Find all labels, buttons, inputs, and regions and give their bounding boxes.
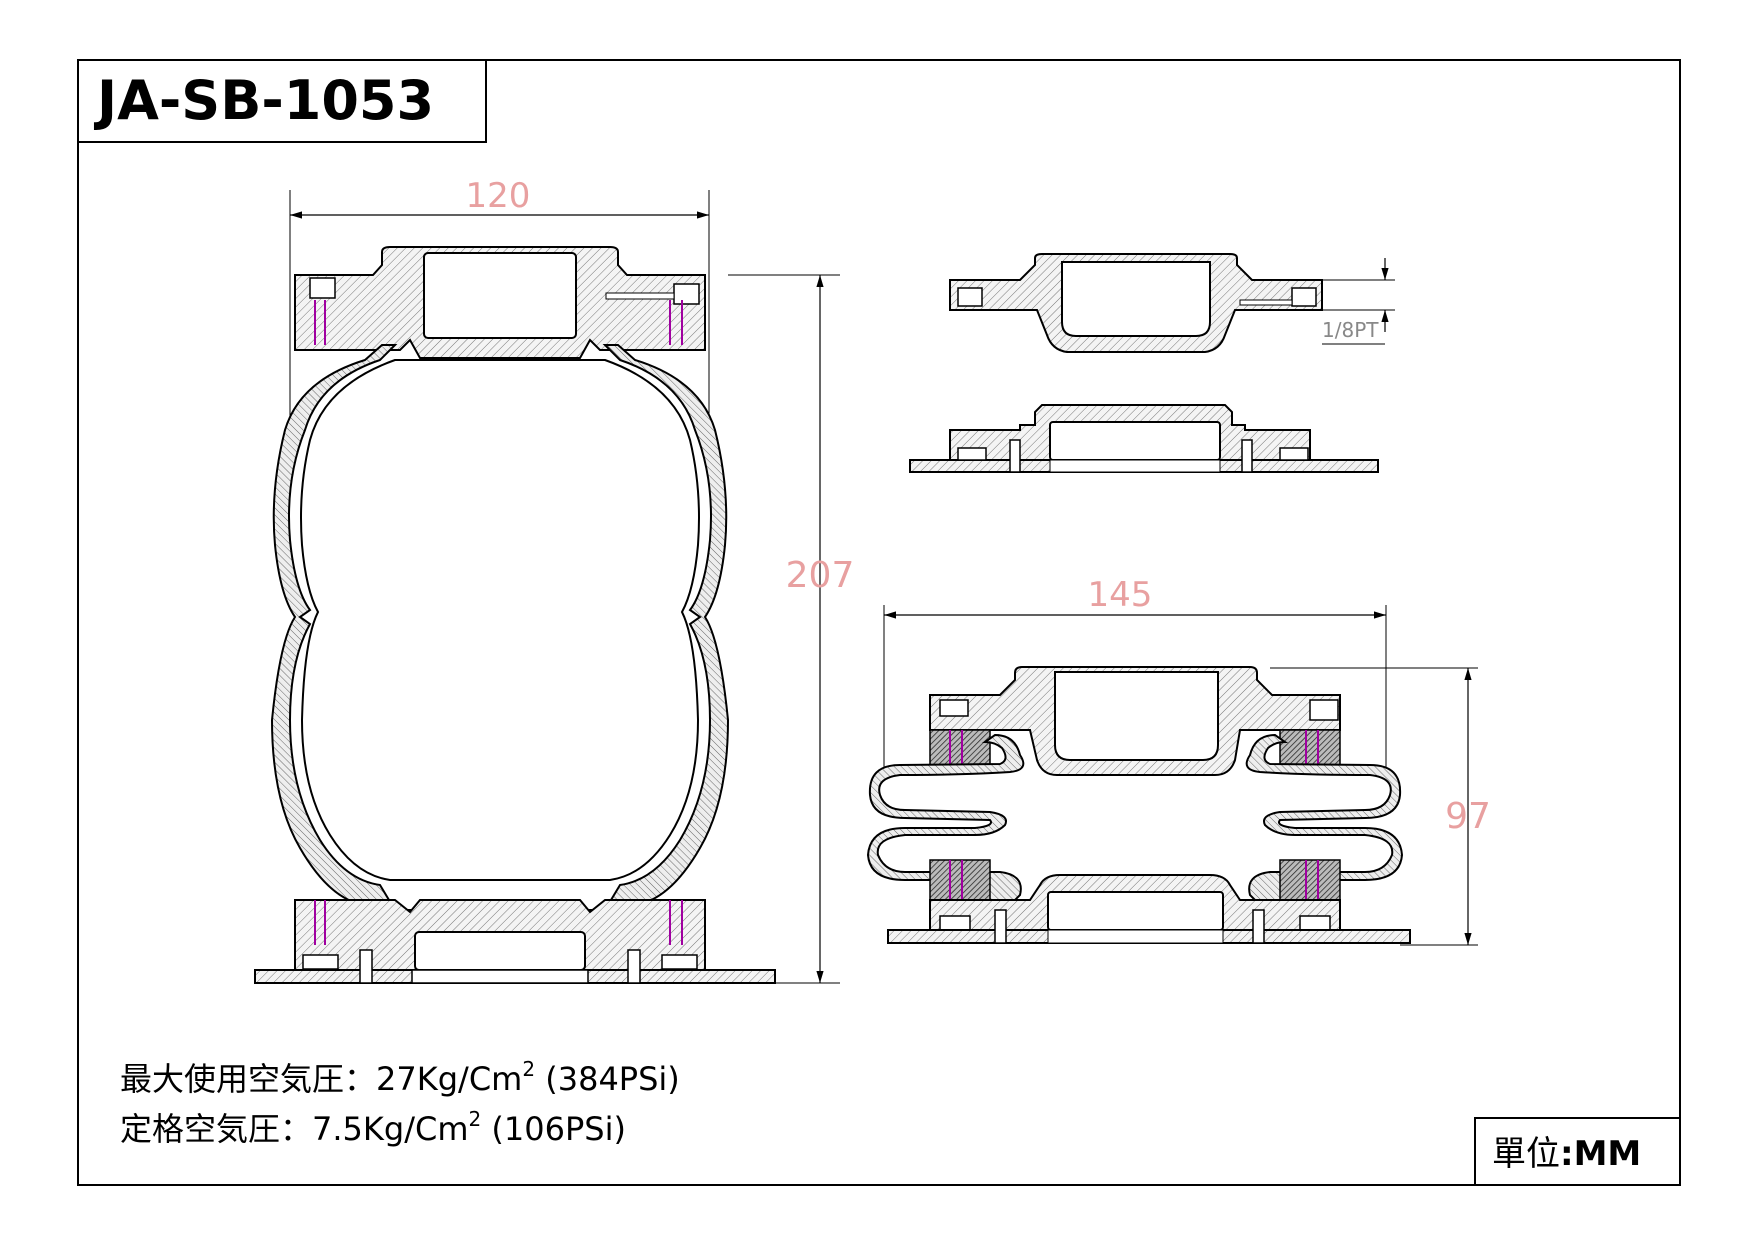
unit-value: :MM xyxy=(1560,1134,1641,1174)
left-extended-view: 120 207 xyxy=(254,176,855,984)
unit-box xyxy=(1474,1117,1681,1186)
port-label: 1/8PT xyxy=(1322,318,1379,342)
spec-rated-sup: 2 xyxy=(469,1107,482,1131)
bottom-cap-detail-view xyxy=(909,404,1379,473)
right-compressed-view: 145 97 xyxy=(866,575,1491,946)
dim-width-left: 120 xyxy=(466,176,531,216)
outer-frame xyxy=(77,59,1681,1186)
title-box xyxy=(77,59,487,143)
spec-rated-value: 7.5Kg/Cm xyxy=(312,1110,468,1148)
spec-line-rated-pressure: 定格空気圧：7.5Kg/Cm2 (106PSi) xyxy=(120,1107,626,1148)
spec-line-max-pressure: 最大使用空気圧：27Kg/Cm2 (384PSi) xyxy=(120,1057,680,1098)
spec-max-value: 27Kg/Cm xyxy=(376,1060,522,1098)
spec-max-label: 最大使用空気圧： xyxy=(120,1060,376,1098)
spec-rated-psi: (106PSi) xyxy=(481,1110,626,1148)
dim-height-right: 97 xyxy=(1445,796,1491,837)
unit-text: 單位:MM xyxy=(1492,1134,1641,1174)
spec-max-psi: (384PSi) xyxy=(535,1060,680,1098)
unit-label: 單位 xyxy=(1492,1134,1560,1174)
top-cap-detail-view: 1/8PT xyxy=(949,253,1395,353)
spec-max-sup: 2 xyxy=(522,1057,535,1081)
spec-block: 最大使用空気圧：27Kg/Cm2 (384PSi) 定格空気圧：7.5Kg/Cm… xyxy=(120,1057,680,1148)
dim-width-right: 145 xyxy=(1088,575,1153,615)
spec-rated-label: 定格空気圧： xyxy=(120,1110,312,1148)
dim-height-left: 207 xyxy=(786,555,855,596)
drawing-title: JA-SB-1053 xyxy=(93,69,434,132)
